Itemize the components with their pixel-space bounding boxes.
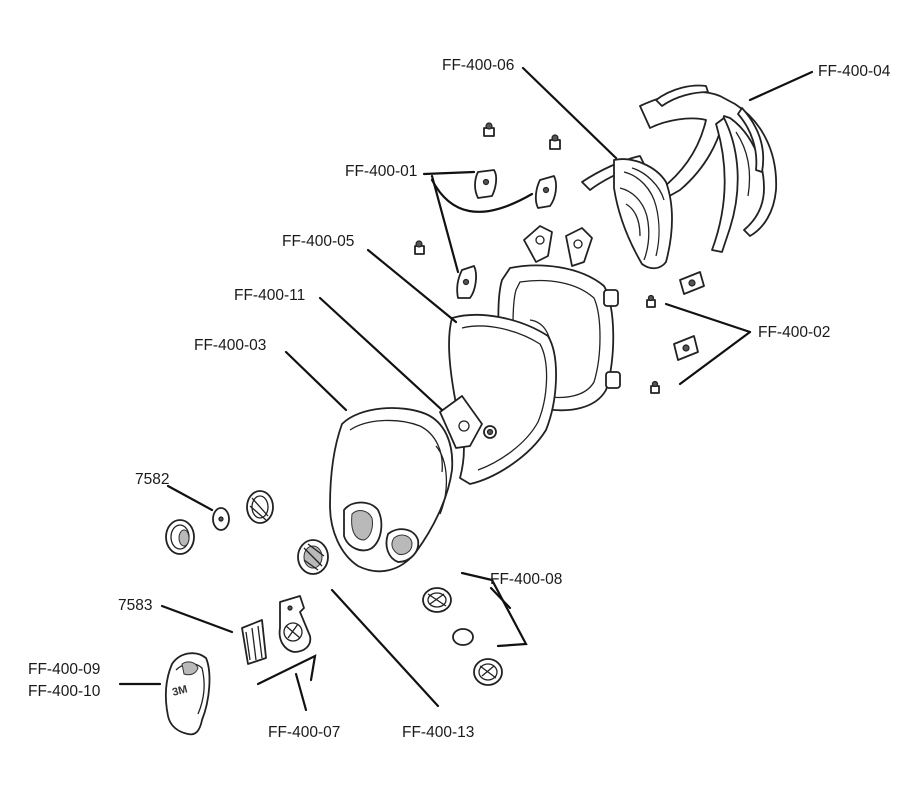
3m-logo: 3M (171, 683, 189, 698)
label-ff-400-02: FF-400-02 (758, 324, 830, 341)
label-ff-400-07: FF-400-07 (268, 724, 340, 741)
leader-lines (118, 66, 814, 712)
screw-icon (650, 380, 660, 394)
label-7583: 7583 (118, 597, 152, 614)
exhalation-valve-seat (297, 539, 329, 575)
part-labels: FF-400-06 FF-400-04 FF-400-01 FF-400-05 … (28, 57, 891, 741)
exhalation-valve-parts (241, 595, 312, 665)
label-ff-400-06: FF-400-06 (442, 57, 514, 74)
face-seal (439, 314, 557, 485)
label-ff-400-13: FF-400-13 (402, 724, 474, 741)
head-harness (581, 84, 777, 253)
label-ff-400-03: FF-400-03 (194, 337, 266, 354)
label-7582: 7582 (135, 471, 169, 488)
label-ff-400-04: FF-400-04 (818, 63, 891, 80)
screw-icon (483, 122, 495, 137)
screw-icon (646, 294, 656, 308)
speaking-diaphragm-parts (422, 587, 503, 686)
label-ff-400-05: FF-400-05 (282, 233, 354, 250)
label-ff-400-09: FF-400-09 (28, 661, 100, 678)
inlet-valve-parts (165, 490, 274, 555)
label-ff-400-11: FF-400-11 (234, 287, 305, 304)
facepiece (329, 407, 454, 573)
exhalation-cover: 3M (165, 652, 211, 736)
label-ff-400-10: FF-400-10 (28, 683, 101, 700)
label-ff-400-01: FF-400-01 (345, 163, 417, 180)
harness-buckles (414, 122, 705, 394)
screw-icon (414, 240, 425, 255)
label-ff-400-08: FF-400-08 (490, 571, 562, 588)
screw-icon (549, 134, 561, 150)
nape-pad (613, 158, 673, 270)
